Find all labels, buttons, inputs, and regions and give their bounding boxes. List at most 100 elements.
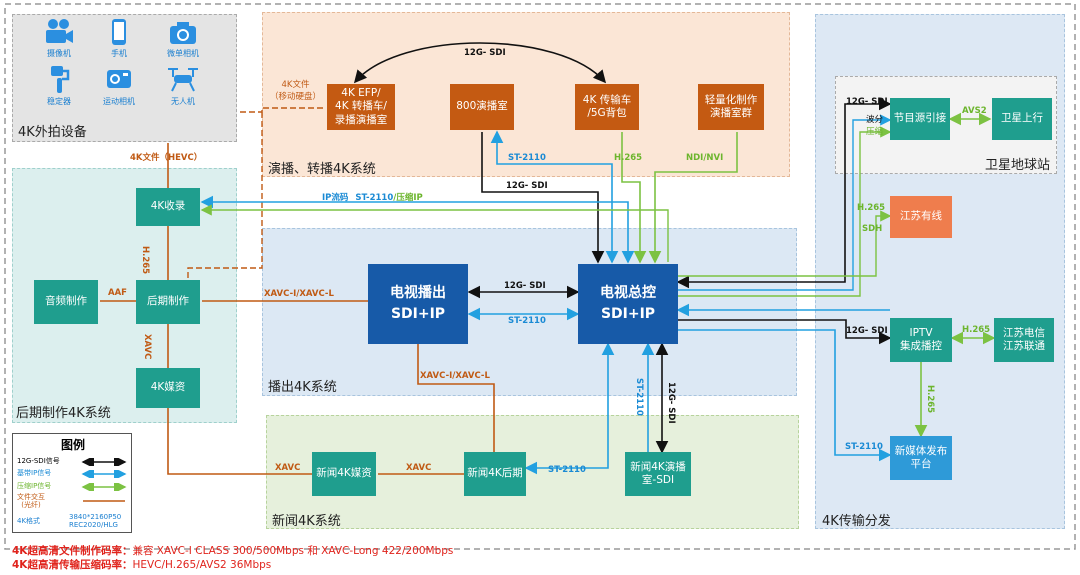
label-ip-mix-main: ST-2110	[355, 193, 394, 203]
region-news-label: 新闻4K系统	[272, 514, 341, 529]
device-drone: 无人机	[158, 64, 208, 107]
device-label: 无人机	[171, 97, 195, 106]
label-sdi-top: 12G- SDI	[464, 48, 506, 58]
label-sdi-iptv: 12G- SDI	[846, 326, 888, 336]
node-new-media[interactable]: 新媒体发布 平台	[890, 436, 952, 480]
label-avs2: AVS2	[962, 106, 987, 116]
legend-swatch-ip	[81, 470, 127, 478]
wire-newspost-master	[524, 342, 615, 475]
label-st2110-800: ST-2110	[508, 153, 546, 163]
label-xavc-vert: XAVC	[142, 334, 152, 360]
region-post-label: 后期制作4K系统	[16, 406, 111, 421]
drone-icon	[168, 68, 198, 92]
region-transmission-label: 4K传输分发	[822, 514, 891, 529]
label-h265-truck: H.265	[614, 153, 643, 163]
device-mirrorless: 微单相机	[158, 18, 208, 59]
node-news-media[interactable]: 新闻4K媒资	[312, 452, 376, 496]
label-sdi-800: 12G- SDI	[506, 181, 548, 191]
device-gimbal: 稳定器	[34, 64, 84, 107]
region-playout-label: 播出4K系统	[268, 380, 337, 395]
footer-line-1-label: 4K超高清文件制作码率：	[12, 545, 133, 557]
node-program-source[interactable]: 节目源引接	[890, 98, 950, 140]
label-file-mobile: 4K文件 （移动硬盘）	[270, 80, 322, 102]
wire-media-news	[167, 408, 312, 475]
device-label: 运动相机	[103, 97, 135, 106]
wire-cable	[678, 210, 892, 277]
node-efp[interactable]: 4K EFP/ 4K 转播车/ 录播演播室	[327, 84, 395, 130]
region-studio-label: 演播、转播4K系统	[268, 162, 376, 177]
label-xavc-l2: XAVC-I/XAVC-L	[420, 371, 490, 381]
video-camera-icon	[46, 19, 73, 43]
wire-file-post	[187, 112, 263, 280]
node-light-studio[interactable]: 轻量化制作 演播室群	[698, 84, 764, 130]
node-master[interactable]: 电视总控 SDI+IP	[578, 264, 678, 344]
device-phone: 手机	[94, 18, 144, 59]
label-xavc-news2: XAVC	[406, 463, 432, 473]
label-sdi-sat: 12G- SDI	[846, 97, 888, 107]
wire-sat-comp	[678, 126, 892, 297]
wire-record-comp	[200, 204, 669, 262]
legend-item-file: 文件交互 (光纤)	[17, 493, 45, 509]
device-label: 手机	[111, 49, 127, 58]
wire-playout-newspost	[417, 344, 495, 452]
node-news-post[interactable]: 新闻4K后期	[464, 452, 526, 496]
gimbal-icon	[51, 66, 70, 93]
wire-record-ip	[200, 195, 635, 264]
legend-title: 图例	[60, 438, 85, 452]
label-aaf: AAF	[108, 288, 127, 298]
wire-iptv-sdi	[678, 319, 892, 345]
node-studio-800[interactable]: 800演播室	[450, 84, 514, 130]
node-telecom[interactable]: 江苏电信 江苏联通	[994, 318, 1054, 362]
label-h265-post: H.265	[140, 246, 150, 275]
node-audio[interactable]: 音频制作	[34, 280, 98, 324]
label-ip-mix-suffix: /压缩IP	[393, 193, 423, 203]
label-h265-newmedia: H.265	[925, 385, 935, 414]
label-h265-iptv: H.265	[962, 325, 991, 335]
label-sdi-vert: 12G- SDI	[666, 382, 676, 424]
node-jiangsu-cable[interactable]: 江苏有线	[890, 196, 952, 238]
label-xavc-news1: XAVC	[275, 463, 301, 473]
label-h265-cable: H.265	[857, 203, 886, 213]
label-sdi-pm: 12G- SDI	[504, 281, 546, 291]
node-playout[interactable]: 电视播出 SDI+IP	[368, 264, 468, 344]
label-xavc-l: XAVC-I/XAVC-L	[264, 289, 334, 299]
wire-sat-ip	[678, 114, 892, 291]
wire-800-sdi	[481, 132, 605, 264]
wire-sdi-arc	[353, 42, 607, 84]
node-media[interactable]: 4K媒资	[136, 368, 200, 408]
legend-format-value: 3840*2160P50 REC2020/HLG	[69, 513, 122, 529]
label-ndi: NDI/NVI	[686, 153, 724, 163]
legend-item-compressed: 压缩IP信号	[17, 482, 52, 490]
legend: 图例 12G-SDI信号 基带IP信号 压缩IP信号 文件交互 (光纤) 4K格…	[12, 433, 132, 533]
label-sdh: SDH	[862, 224, 883, 234]
legend-swatch-sdi	[81, 458, 127, 466]
node-satellite-uplink[interactable]: 卫星上行	[992, 98, 1052, 140]
device-label: 微单相机	[167, 49, 199, 58]
legend-swatch-file	[83, 500, 125, 502]
node-truck[interactable]: 4K 传输车 /5G背包	[575, 84, 639, 130]
label-file-hevc: 4K文件（HEVC）	[130, 153, 203, 163]
node-news-studio[interactable]: 新闻4K演播 室-SDI	[625, 452, 691, 496]
legend-item-sdi: 12G-SDI信号	[17, 457, 60, 465]
label-st2110-vert: ST-2110	[634, 378, 644, 416]
legend-swatch-compressed	[81, 483, 127, 491]
node-post[interactable]: 后期制作	[136, 280, 200, 324]
node-record[interactable]: 4K收录	[136, 188, 200, 226]
footer-line-1-value: 兼容 XAVC-I CLASS 300/500Mbps 和 XAVC-Long …	[132, 545, 454, 557]
legend-item-ip: 基带IP信号	[17, 469, 52, 477]
footer-line-1: 4K超高清文件制作码率：兼容 XAVC-I CLASS 300/500Mbps …	[12, 543, 453, 558]
label-ip-mix-prefix: IP流码	[322, 193, 349, 203]
region-capture-label: 4K外拍设备	[18, 125, 87, 140]
camera-icon	[170, 22, 196, 44]
node-iptv[interactable]: IPTV 集成播控	[890, 318, 952, 362]
device-label: 稳定器	[47, 97, 71, 106]
action-camera-icon	[107, 70, 131, 88]
label-st2110-pm: ST-2110	[508, 316, 546, 326]
wire-sat-sdi	[676, 97, 892, 289]
label-ip-sat: 压缩	[866, 127, 884, 137]
label-ip-mix: IP流码 ST-2110/压缩IP	[322, 191, 423, 203]
phone-icon	[112, 19, 126, 45]
